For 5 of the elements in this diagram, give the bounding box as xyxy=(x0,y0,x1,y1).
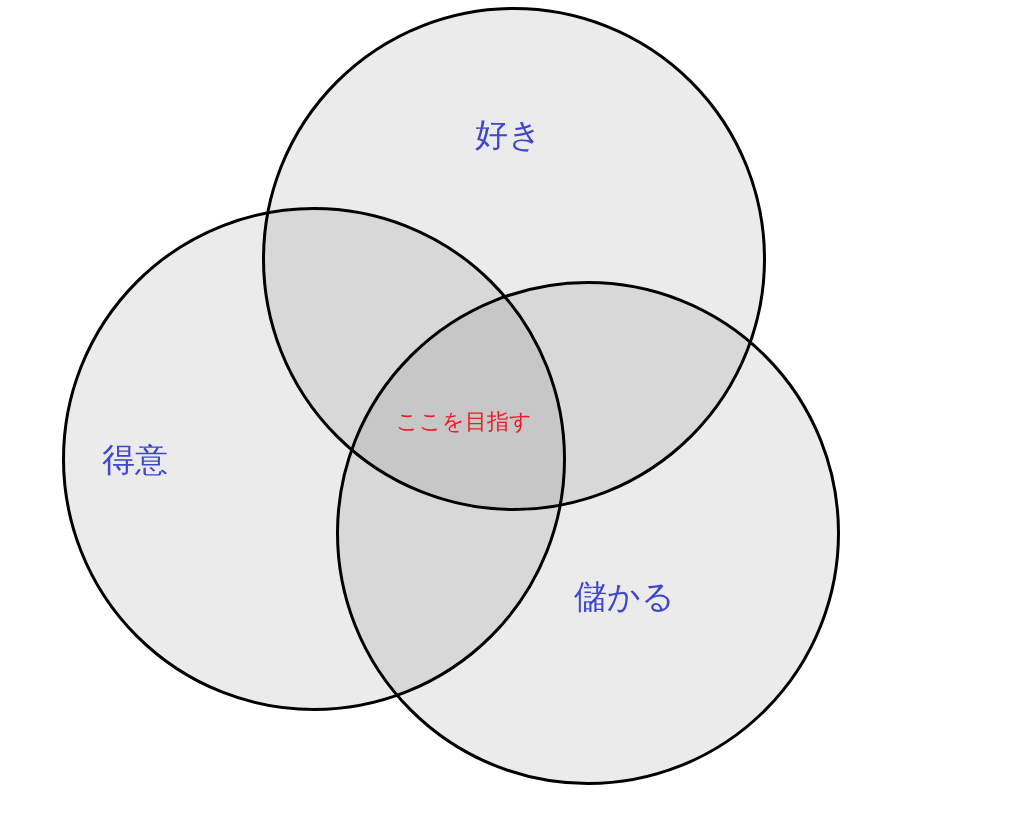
circle-label: 儲かる xyxy=(573,578,675,616)
circle-label: 得意 xyxy=(102,441,168,479)
intersection-label: ここを目指す xyxy=(396,409,532,435)
circle-label: 好き xyxy=(474,116,542,154)
venn-circle xyxy=(336,281,840,785)
